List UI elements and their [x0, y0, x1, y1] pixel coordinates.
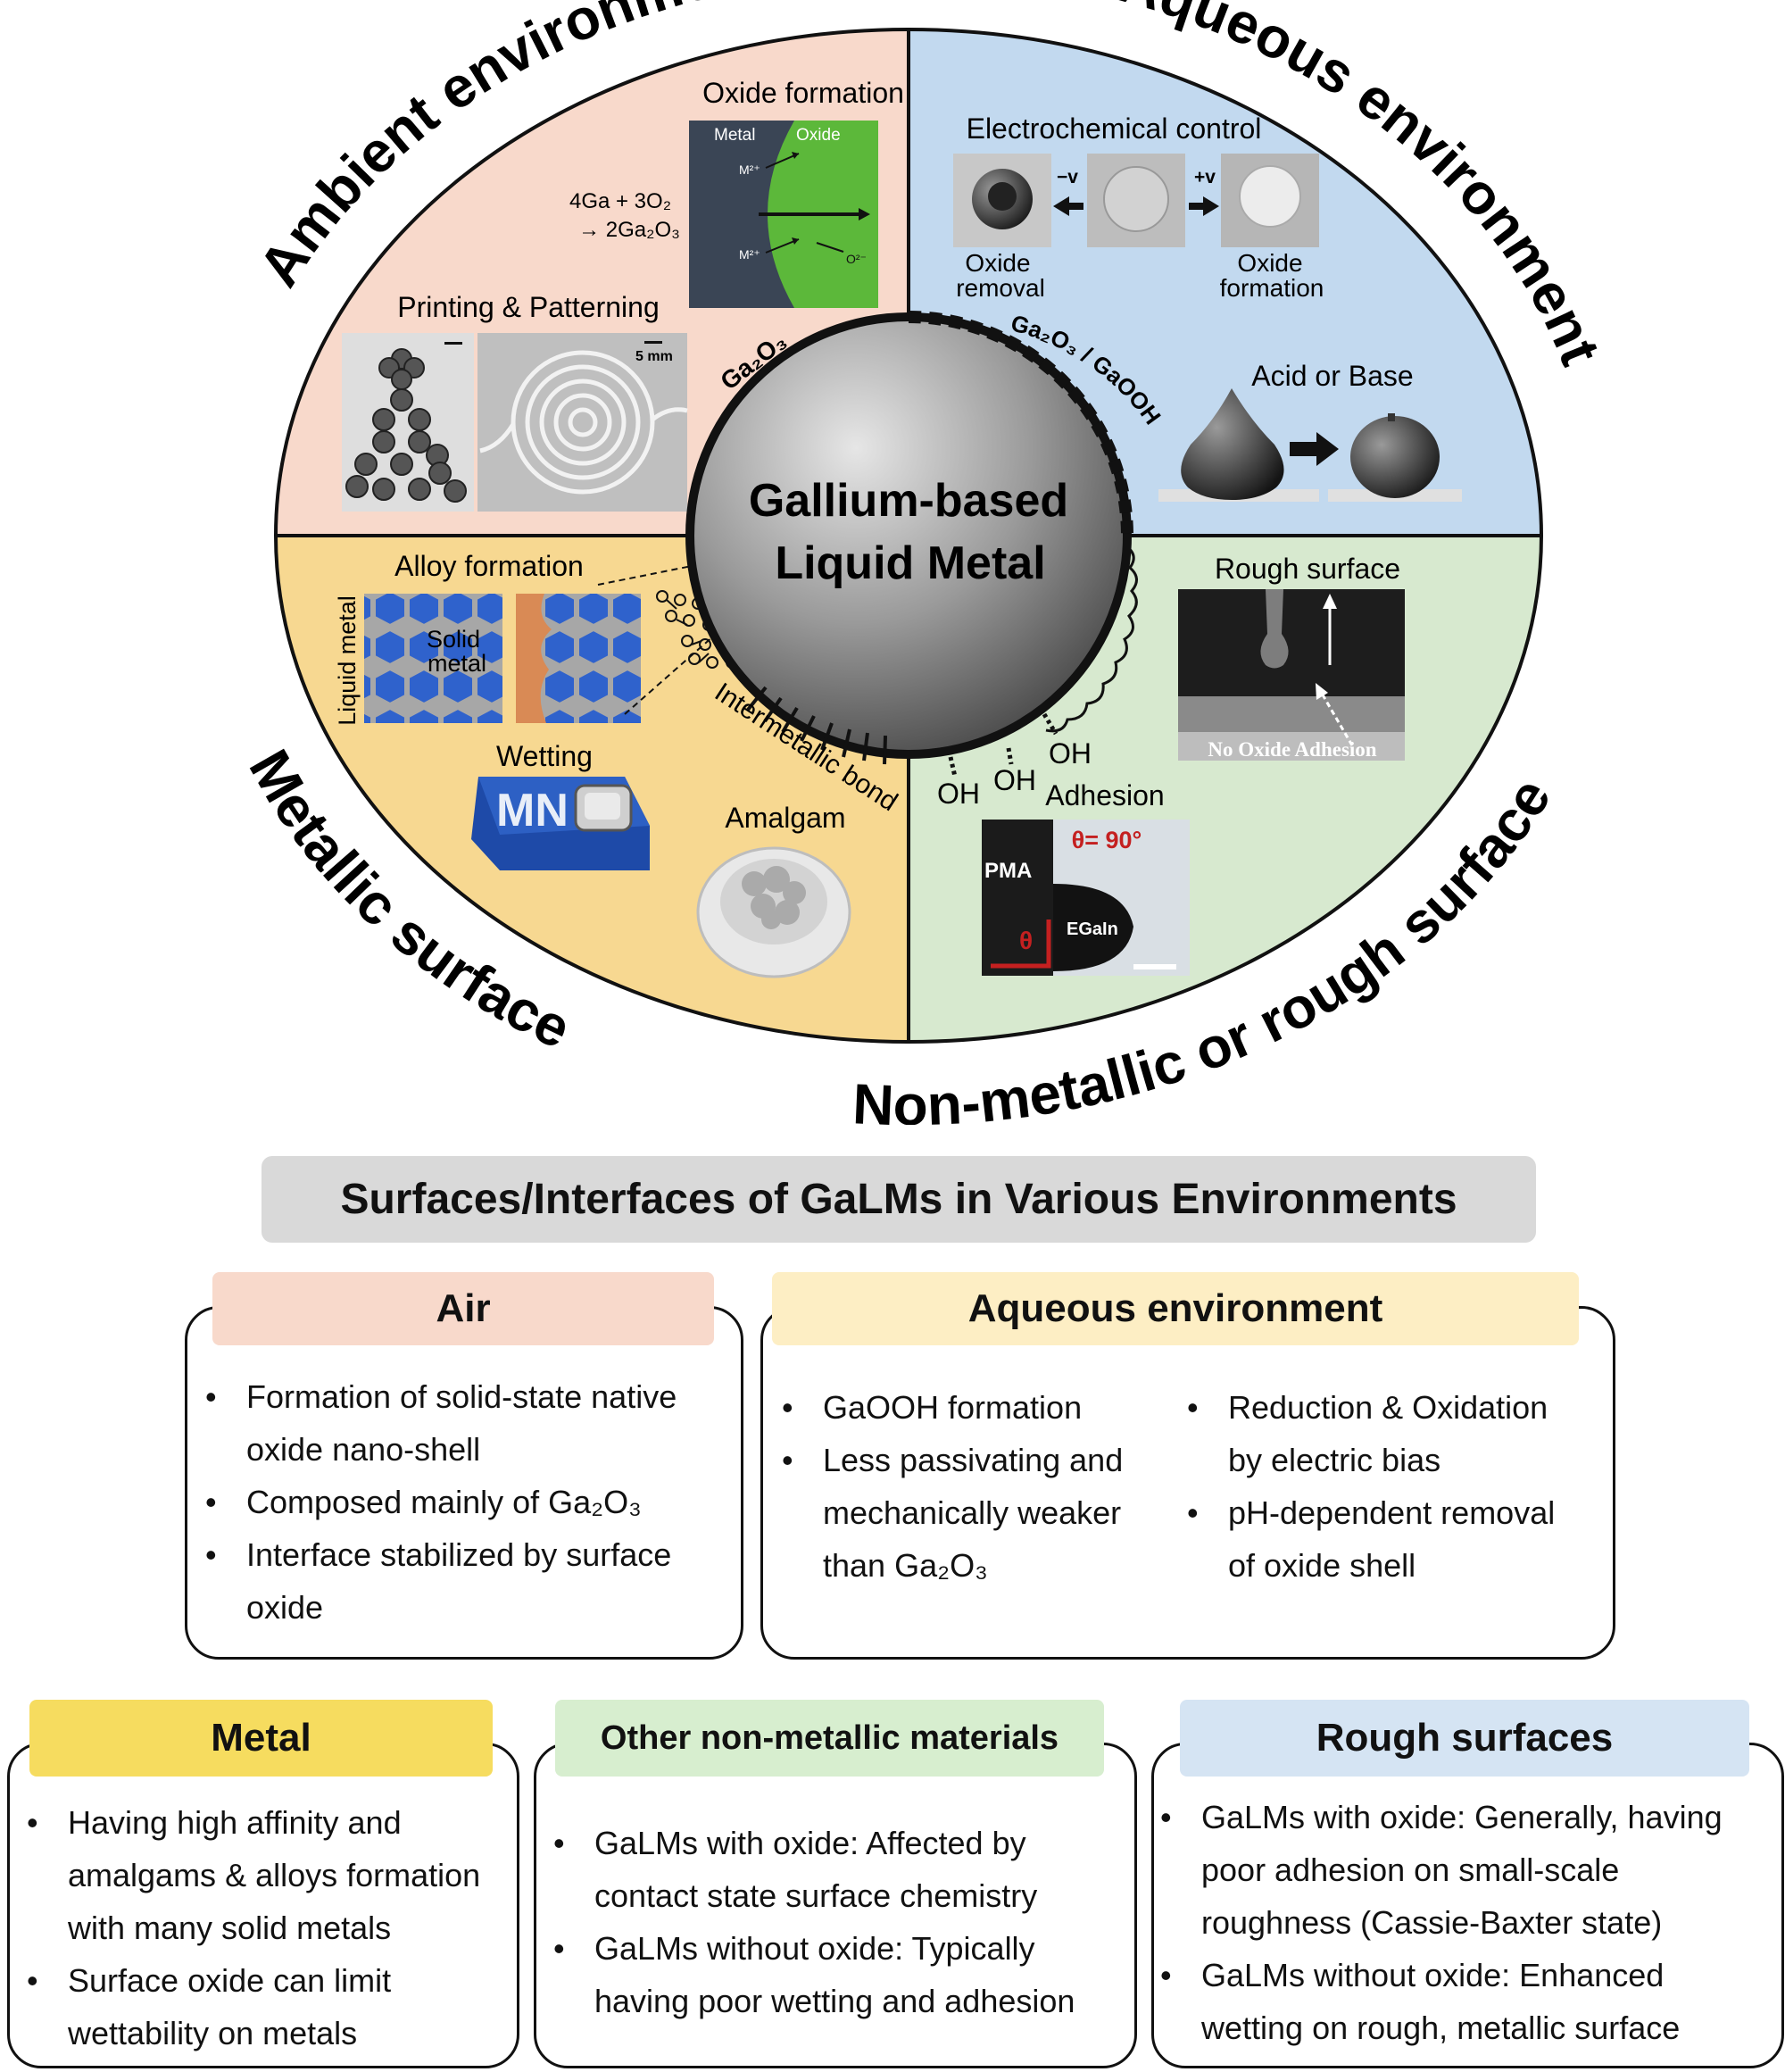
- aqueous-tab: Aqueous environment: [772, 1272, 1579, 1345]
- printed-structure-image: [342, 333, 474, 512]
- spiral-pattern-image: 5 mm: [477, 333, 688, 512]
- oxide-formation-droplet-image: [1221, 154, 1319, 247]
- svg-text:No Oxide Adhesion: No Oxide Adhesion: [1208, 738, 1376, 761]
- rough-surface-boundary: [1045, 525, 1138, 733]
- adhesion-label: Adhesion: [1045, 779, 1164, 811]
- oxide-removal-label-1: Oxide: [965, 249, 1030, 277]
- oxide-formation-label-2: formation: [1220, 274, 1324, 302]
- negative-voltage-label: −v: [1057, 167, 1078, 187]
- air-item-2: Composed mainly of Ga₂O₃: [205, 1476, 723, 1528]
- round-droplet-image: [1328, 413, 1462, 502]
- rough-item-1: GaLMs with oxide: Generally, havingpoor …: [1160, 1791, 1776, 1949]
- air-tab: Air: [212, 1272, 714, 1345]
- electrochemical-label: Electrochemical control: [967, 112, 1262, 145]
- reaction-line-1: 4Ga + 3O₂: [569, 189, 671, 213]
- intermetallic-bond-ticks: [746, 686, 887, 765]
- pointed-droplet-image: [1158, 388, 1319, 502]
- gaooh-dashed-shell: [908, 311, 1133, 537]
- svg-text:metal: metal: [428, 650, 486, 677]
- svg-text:MN: MN: [496, 785, 569, 836]
- acid-base-label: Acid or Base: [1251, 360, 1413, 392]
- amalgam-dish-image: [696, 846, 851, 978]
- hydroxyl-groups: OH OH OH: [937, 712, 1092, 810]
- svg-text:θ= 90°: θ= 90°: [1072, 827, 1142, 853]
- wetting-label: Wetting: [496, 740, 593, 772]
- svg-text:OH: OH: [1049, 737, 1092, 770]
- hexagon-grid-solid-metal-image: Solid metal: [364, 594, 502, 723]
- positive-voltage-label: +v: [1194, 167, 1216, 187]
- svg-text:Metal: Metal: [714, 126, 755, 145]
- svg-text:M²⁺: M²⁺: [739, 162, 760, 177]
- center-title-line-2: Liquid Metal: [775, 537, 1045, 589]
- aqueous-left-list: GaOOH formation Less passivating andmech…: [782, 1381, 1192, 1592]
- oxide-formation-label: Oxide formation: [702, 77, 904, 109]
- nonmetal-tab: Other non-metallic materials: [555, 1700, 1104, 1777]
- alloy-formation-label: Alloy formation: [394, 550, 584, 582]
- acid-base-arrow-icon: [1290, 432, 1339, 466]
- svg-text:θ: θ: [1019, 927, 1033, 954]
- aqueous-item-1: GaOOH formation: [782, 1381, 1192, 1434]
- liquid-metal-sphere: Gallium-based Liquid Metal Ga₂O₃ Ga₂O₃ /…: [685, 309, 1166, 817]
- oxide-removal-image: [953, 154, 1051, 247]
- environment-diagram: Ambient environment Aqueous environment …: [237, 0, 1613, 1125]
- rough-tab: Rough surfaces: [1180, 1700, 1749, 1777]
- svg-text:OH: OH: [993, 764, 1036, 796]
- svg-text:EGaIn: EGaIn: [1067, 920, 1118, 939]
- liquid-metal-label: Liquid metal: [334, 595, 361, 726]
- oxide-removal-label-2: removal: [956, 274, 1045, 302]
- center-title-line-1: Gallium-based: [749, 475, 1068, 527]
- scale-bar-label: 5 mm: [635, 349, 673, 364]
- contact-angle-image: PMA θ= 90° θ EGaIn: [982, 820, 1190, 976]
- oxide-formation-label-1: Oxide: [1237, 249, 1302, 277]
- rough-surface-label: Rough surface: [1215, 553, 1400, 585]
- dashed-pointer-lines: [597, 563, 715, 715]
- mn-wetting-image: MN: [471, 777, 650, 870]
- neutral-droplet-image: [1087, 154, 1185, 247]
- svg-text:Oxide: Oxide: [796, 126, 841, 145]
- svg-text:Solid: Solid: [427, 626, 480, 653]
- metal-tab: Metal: [29, 1700, 493, 1777]
- rough-surface-image: No Oxide Adhesion: [1178, 589, 1405, 761]
- svg-text:OH: OH: [937, 778, 980, 810]
- hexagon-grid-alloy-image: [516, 594, 641, 723]
- svg-text:M²⁺: M²⁺: [739, 247, 760, 262]
- printing-label: Printing & Patterning: [397, 291, 660, 323]
- reaction-line-2: → 2Ga₂O₃: [578, 218, 680, 242]
- svg-text:PMA: PMA: [984, 859, 1032, 883]
- left-arrow-icon: [1053, 196, 1083, 216]
- svg-text:O²⁻: O²⁻: [846, 252, 867, 266]
- summary-heading: Surfaces/Interfaces of GaLMs in Various …: [262, 1156, 1536, 1243]
- right-arrow-icon: [1189, 196, 1219, 216]
- oxide-formation-figure: Metal Oxide M²⁺ M²⁺ O²⁻: [689, 121, 878, 308]
- amalgam-label: Amalgam: [725, 802, 845, 834]
- rough-list: GaLMs with oxide: Generally, havingpoor …: [1160, 1791, 1776, 2054]
